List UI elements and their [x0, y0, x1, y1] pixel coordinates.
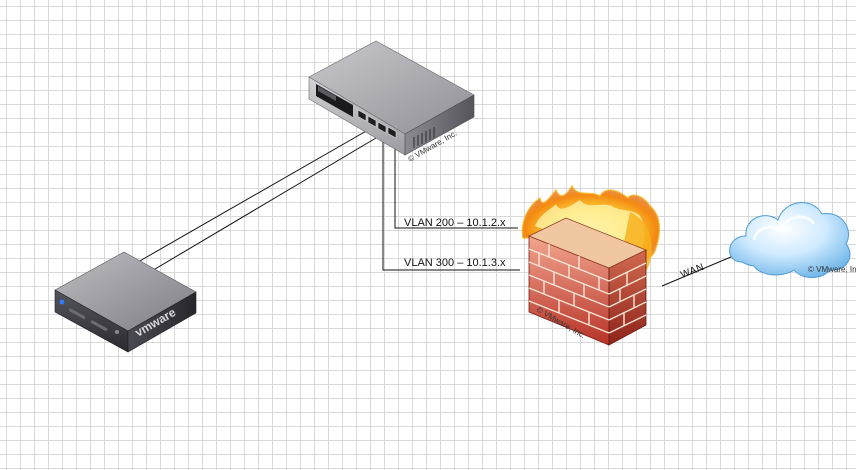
server-switch-link-1 — [137, 129, 369, 263]
switch-vent — [413, 127, 435, 148]
vlan300-link — [382, 140, 520, 271]
wan-link — [661, 253, 739, 287]
internet-cloud[interactable]: © VMware, Inc. — [729, 202, 856, 278]
vmware-server[interactable]: vmware — [54, 251, 197, 353]
switch-display-glare — [318, 86, 336, 101]
switch-ports — [357, 109, 397, 139]
vlan200-link — [394, 140, 518, 229]
vlan200-label: VLAN 200 – 10.1.2.x — [404, 217, 506, 229]
network-switch[interactable]: © VMware, Inc. — [308, 40, 475, 164]
vlan300-label: VLAN 300 – 10.1.3.x — [404, 257, 506, 269]
firewall-wall-top — [528, 217, 647, 269]
firewall[interactable]: © VMware, Inc. — [521, 184, 661, 346]
server-power-led — [59, 299, 65, 305]
server-switch-link-2 — [149, 137, 377, 273]
server-switch-links — [137, 129, 377, 273]
wan-label: WAN — [679, 262, 706, 281]
server-drive-bay-2 — [90, 320, 108, 332]
cloud-copyright: © VMware, Inc. — [808, 265, 856, 274]
server-drive-bay-1 — [68, 308, 86, 320]
server-button — [115, 330, 119, 334]
firewall-mortar-lines — [528, 244, 647, 334]
